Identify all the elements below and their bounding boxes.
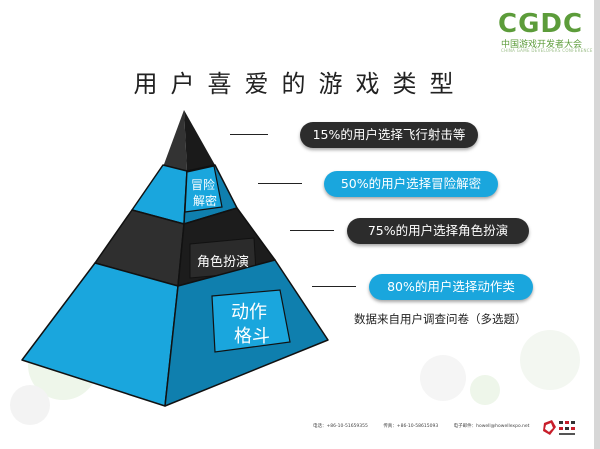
action-tier-label-line1: 动作 [231, 302, 267, 323]
footer-contact: 电话：+86-10-51659355 传真：+86-10-58615093 电子… [313, 423, 543, 429]
callout-action: 80%的用户选择动作类 [369, 274, 533, 300]
callout-leader-line [230, 134, 268, 135]
window-edge [594, 0, 600, 449]
callout-roleplay: 75%的用户选择角色扮演 [347, 218, 529, 244]
source-note: 数据来自用户调查问卷（多选题） [354, 312, 527, 326]
decorative-circle [470, 375, 500, 405]
callout-leader-line [312, 286, 356, 287]
organizer-logo [543, 420, 575, 435]
adventure-tier-label-line1: 冒险 [191, 177, 215, 192]
logo-tagline: CHINA GAME DEVELOPERS CONFERENCE [501, 48, 593, 53]
callout-leader-line [290, 230, 334, 231]
logo-mark: CGDC [498, 9, 584, 39]
footer-phone: 电话：+86-10-51659355 [313, 424, 368, 429]
action-tier-label-face [211, 289, 291, 353]
roleplay-tier-label: 角色扮演 [197, 254, 249, 270]
apex-tier-side [184, 110, 215, 171]
decorative-circle [520, 330, 580, 390]
action-tier-label-line2: 格斗 [234, 326, 270, 347]
decorative-circle [10, 385, 50, 425]
callout-leader-line [258, 183, 302, 184]
logo-subtitle: 中国游戏开发者大会 [501, 40, 583, 50]
adventure-tier-label-line2: 解密 [193, 193, 217, 208]
callout-adventure: 50%的用户选择冒险解密 [324, 171, 498, 197]
adventure-tier-label-face [184, 165, 223, 213]
callout-shooting: 15%的用户选择飞行射击等 [300, 122, 478, 148]
action-tier-left [21, 262, 179, 407]
footer-email: 电子邮件：howell@howellexpo.net [453, 424, 530, 429]
apex-tier-front [163, 110, 187, 171]
slide-title: 用户喜爱的游戏类型 [133, 70, 467, 98]
decorative-circle [420, 355, 466, 401]
footer-fax: 传真：+86-10-58615093 [383, 424, 439, 429]
cgdc-logo: CGDC 中国游戏开发者大会 CHINA GAME DEVELOPERS CON… [498, 9, 592, 54]
